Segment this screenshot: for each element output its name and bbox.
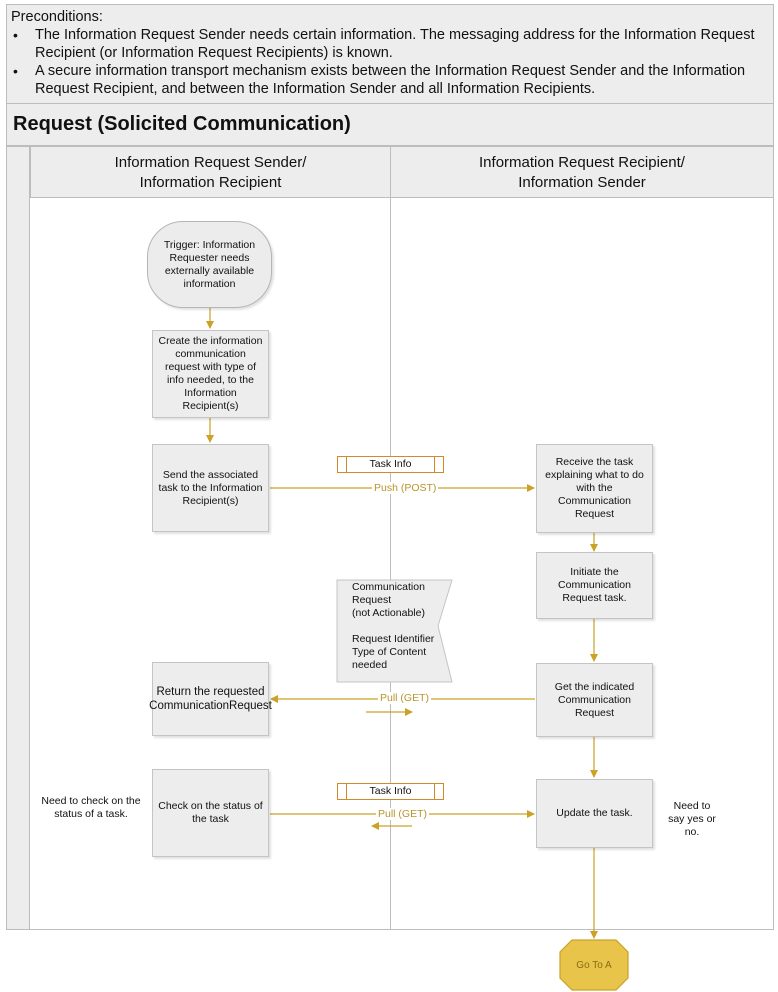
lane-header-sender: Information Request Sender/ Information …: [30, 146, 391, 198]
goto-octagon: [559, 939, 629, 991]
goto-label[interactable]: Go To A: [576, 959, 612, 971]
note-yes-no: Need to say yes or no.: [668, 800, 716, 838]
document-text: Communication Request (not Actionable) R…: [352, 581, 435, 671]
trigger-start-event: Trigger: Information Requester needs ext…: [147, 221, 272, 308]
push-post-label: Push (POST): [372, 482, 439, 494]
pull-get-label: Pull (GET): [376, 808, 430, 820]
create-request-task: Create the information communication req…: [152, 330, 269, 418]
receive-task-task: Receive the task explaining what to do w…: [536, 444, 653, 533]
get-request-task: Get the indicated Communication Request: [536, 663, 653, 737]
lane-header-recipient: Information Request Recipient/ Informati…: [390, 146, 774, 198]
lane-divider: [390, 146, 391, 930]
precondition-item: A secure information transport mechanism…: [11, 62, 773, 98]
check-status-task: Check on the status of the task: [152, 769, 269, 857]
note-check-status: Need to check on the status of a task.: [41, 795, 141, 820]
preconditions-heading: Preconditions:: [11, 9, 103, 25]
initiate-task-task: Initiate the Communication Request task.: [536, 552, 653, 619]
task-info-message: Task Info: [337, 456, 444, 473]
pool-title: Request (Solicited Communication): [6, 104, 774, 146]
pull-get-label: Pull (GET): [378, 692, 432, 704]
preconditions-box: Preconditions: The Information Request S…: [6, 4, 774, 104]
communication-request-document: [336, 579, 453, 683]
precondition-item: The Information Request Sender needs cer…: [11, 26, 773, 62]
preconditions-list: The Information Request Sender needs cer…: [11, 26, 773, 98]
send-task-task: Send the associated task to the Informat…: [152, 444, 269, 532]
pool-left-strip: [6, 146, 30, 930]
return-request-task: Return the requested CommunicationReques…: [149, 662, 272, 736]
task-info-message: Task Info: [337, 783, 444, 800]
update-task-task: Update the task.: [536, 779, 653, 848]
